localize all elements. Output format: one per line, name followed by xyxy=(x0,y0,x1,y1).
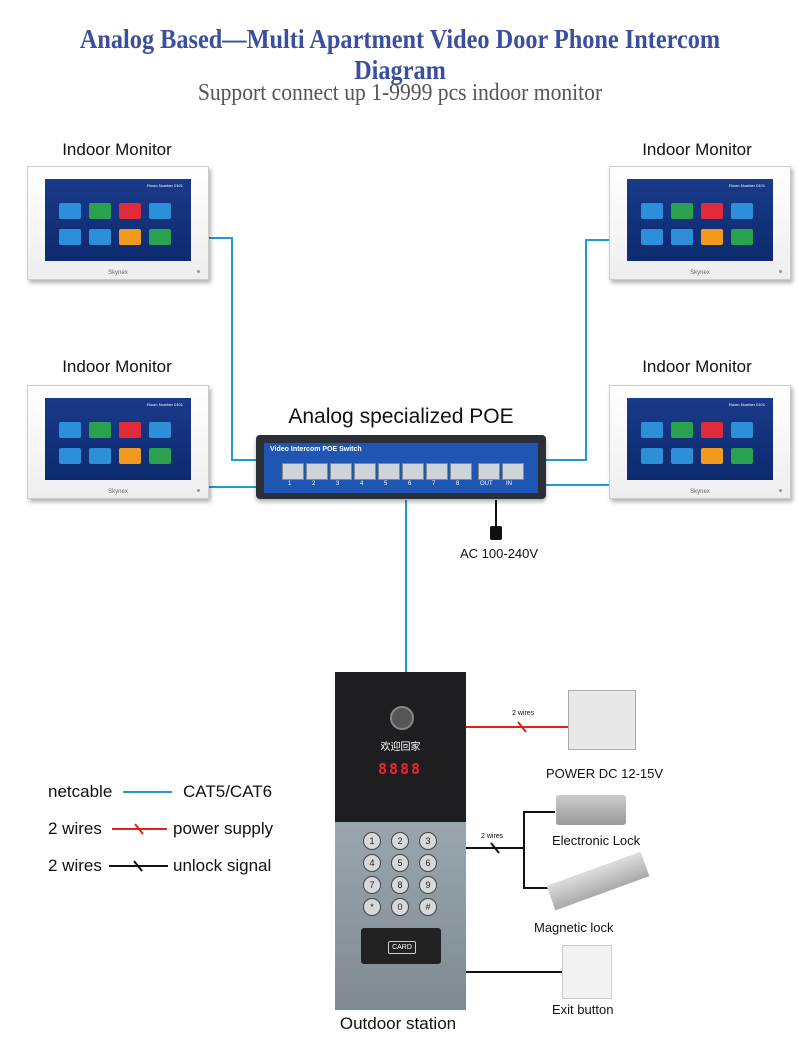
net-line-top-right xyxy=(546,239,612,461)
electronic-lock-icon xyxy=(556,795,626,825)
card-label: CARD xyxy=(388,941,416,954)
key-hash[interactable]: # xyxy=(419,898,437,916)
card-reader[interactable]: CARD xyxy=(361,928,441,964)
magnetic-lock-label: Magnetic lock xyxy=(534,920,614,935)
exit-button-icon xyxy=(562,945,612,999)
lock-line xyxy=(466,811,555,849)
monitor-brand: Skynex xyxy=(690,489,710,495)
key-4[interactable]: 4 xyxy=(363,854,381,872)
electronic-lock-label: Electronic Lock xyxy=(552,833,641,848)
monitor-label-1: Indoor Monitor xyxy=(62,140,172,159)
ac-power-label: AC 100-240V xyxy=(460,546,539,561)
legend-right-3: unlock signal xyxy=(173,856,272,875)
outdoor-label: Outdoor station xyxy=(339,1014,457,1033)
legend-right-2: power supply xyxy=(173,819,274,838)
key-7[interactable]: 7 xyxy=(363,876,381,894)
indoor-monitor: Room Number 0101 Skynex xyxy=(609,166,791,280)
power-wire-note: 2 wires xyxy=(512,710,535,717)
power-supply-icon xyxy=(568,690,636,750)
mag-line xyxy=(523,848,548,889)
monitor-label-3: Indoor Monitor xyxy=(62,357,172,376)
key-1[interactable]: 1 xyxy=(363,832,381,850)
outdoor-station: 欢迎回家 8888 1 2 3 4 5 6 7 8 9 * 0 # CARD xyxy=(335,672,466,1010)
indoor-monitor: Room Number 0101 Skynex xyxy=(27,385,209,499)
indoor-monitor: Room Number 0101 Skynex xyxy=(609,385,791,499)
monitor-label-4: Indoor Monitor xyxy=(642,357,752,376)
monitor-brand: Skynex xyxy=(690,270,710,276)
key-6[interactable]: 6 xyxy=(419,854,437,872)
diagram-subtitle: Support connect up 1-9999 pcs indoor mon… xyxy=(197,80,603,106)
lock-wire-note: 2 wires xyxy=(481,833,504,840)
switch-device-label: Video Intercom POE Switch xyxy=(270,446,362,453)
poe-heading: Analog specialized POE xyxy=(288,405,514,428)
key-star[interactable]: * xyxy=(363,898,381,916)
power-label: POWER DC 12-15V xyxy=(546,766,664,781)
key-3[interactable]: 3 xyxy=(419,832,437,850)
keypad: 1 2 3 4 5 6 7 8 9 * 0 # CARD xyxy=(335,822,466,1010)
power-plug-icon xyxy=(490,526,502,540)
key-9[interactable]: 9 xyxy=(419,876,437,894)
legend-left-2: 2 wires xyxy=(48,819,102,838)
legend-left-1: netcable xyxy=(48,782,113,801)
exit-button-label: Exit button xyxy=(552,1002,614,1017)
key-2[interactable]: 2 xyxy=(391,832,409,850)
legend-right-1: CAT5/CAT6 xyxy=(183,782,273,801)
digit-display: 8888 xyxy=(377,760,423,778)
monitor-label-2: Indoor Monitor xyxy=(642,140,752,159)
key-0[interactable]: 0 xyxy=(391,898,409,916)
monitor-brand: Skynex xyxy=(108,270,128,276)
camera-icon xyxy=(390,706,414,730)
key-8[interactable]: 8 xyxy=(391,876,409,894)
poe-switch: Video Intercom POE Switch 1 2 3 4 5 6 7 … xyxy=(256,435,546,499)
legend-left-3: 2 wires xyxy=(48,856,102,875)
diagram-title: Analog Based—Multi Apartment Video Door … xyxy=(79,24,721,85)
key-5[interactable]: 5 xyxy=(391,854,409,872)
net-line-top-left xyxy=(208,237,258,461)
indoor-monitor: Room Number 0101 Skynex xyxy=(27,166,209,280)
monitor-brand: Skynex xyxy=(108,489,128,495)
welcome-text: 欢迎回家 xyxy=(380,742,421,753)
